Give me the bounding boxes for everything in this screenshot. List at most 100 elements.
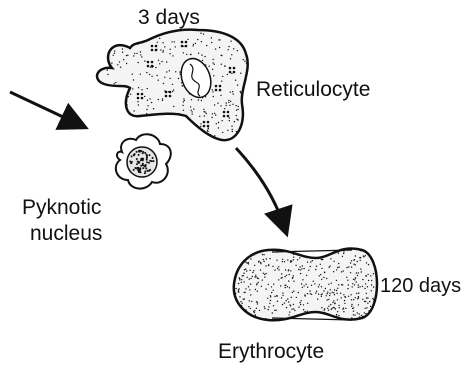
ribosome-dot bbox=[203, 121, 206, 124]
stipple-dot bbox=[137, 43, 138, 44]
stipple-dot bbox=[321, 279, 322, 280]
stipple-dot bbox=[343, 253, 344, 254]
stipple-dot bbox=[299, 257, 300, 258]
stipple-dot bbox=[229, 120, 230, 121]
stipple-dot bbox=[236, 115, 237, 116]
stipple-dot bbox=[136, 53, 137, 54]
ribosome-dot bbox=[151, 49, 154, 52]
stipple-dot bbox=[248, 263, 249, 264]
stipple-dot bbox=[274, 319, 275, 320]
stipple-dot bbox=[250, 278, 251, 279]
stipple-dot bbox=[175, 46, 176, 47]
stipple-dot bbox=[251, 301, 252, 302]
stipple-dot bbox=[230, 92, 231, 93]
stipple-dot bbox=[228, 49, 229, 50]
stipple-dot bbox=[321, 296, 322, 297]
stipple-dot bbox=[322, 259, 323, 260]
nucleus-dot bbox=[142, 151, 144, 153]
stipple-dot bbox=[257, 303, 258, 304]
nucleus-dot bbox=[149, 154, 151, 156]
stipple-dot bbox=[228, 102, 229, 103]
stipple-dot bbox=[233, 48, 234, 49]
stipple-dot bbox=[108, 62, 109, 63]
stipple-dot bbox=[123, 59, 124, 60]
stipple-dot bbox=[293, 304, 294, 305]
stipple-dot bbox=[289, 274, 290, 275]
nucleus-dot bbox=[138, 161, 140, 163]
stipple-dot bbox=[193, 44, 194, 45]
stipple-dot bbox=[211, 117, 212, 118]
stipple-dot bbox=[268, 306, 269, 307]
stipple-dot bbox=[243, 273, 244, 274]
stipple-dot bbox=[240, 91, 241, 92]
stipple-dot bbox=[287, 286, 288, 287]
reticulocyte-cell bbox=[97, 29, 248, 140]
nucleus-dot bbox=[133, 169, 135, 171]
stipple-dot bbox=[328, 306, 329, 307]
stipple-dot bbox=[353, 311, 354, 312]
stipple-dot bbox=[282, 292, 283, 293]
stipple-dot bbox=[160, 49, 161, 50]
stipple-dot bbox=[256, 283, 257, 284]
stipple-dot bbox=[245, 262, 246, 263]
stipple-dot bbox=[248, 306, 249, 307]
stipple-dot bbox=[370, 275, 371, 276]
stipple-dot bbox=[156, 75, 157, 76]
stipple-dot bbox=[369, 301, 370, 302]
stipple-dot bbox=[218, 127, 219, 128]
stipple-dot bbox=[158, 60, 159, 61]
stipple-dot bbox=[326, 295, 327, 296]
stipple-dot bbox=[227, 130, 228, 131]
stipple-dot bbox=[355, 264, 356, 265]
stipple-dot bbox=[293, 259, 294, 260]
ribosome-dot bbox=[185, 45, 188, 48]
stipple-dot bbox=[333, 261, 334, 262]
stipple-dot bbox=[239, 279, 240, 280]
ribosome-dot bbox=[155, 45, 158, 48]
stipple-dot bbox=[242, 303, 243, 304]
stipple-dot bbox=[355, 297, 356, 298]
stipple-dot bbox=[138, 87, 139, 88]
stipple-dot bbox=[220, 105, 221, 106]
ribosome-dot bbox=[165, 95, 168, 98]
stipple-dot bbox=[351, 299, 352, 300]
stipple-dot bbox=[178, 113, 179, 114]
stipple-dot bbox=[338, 315, 339, 316]
stipple-dot bbox=[175, 71, 176, 72]
stipple-dot bbox=[282, 304, 283, 305]
stipple-dot bbox=[183, 110, 184, 111]
stipple-dot bbox=[353, 299, 354, 300]
stipple-dot bbox=[291, 297, 292, 298]
stipple-dot bbox=[286, 300, 287, 301]
stipple-dot bbox=[333, 307, 334, 308]
stipple-dot bbox=[336, 280, 337, 281]
stipple-dot bbox=[328, 284, 329, 285]
stipple-dot bbox=[310, 266, 311, 267]
stipple-dot bbox=[311, 285, 312, 286]
stipple-dot bbox=[229, 105, 230, 106]
stipple-dot bbox=[289, 311, 290, 312]
stipple-dot bbox=[321, 286, 322, 287]
stipple-dot bbox=[366, 293, 367, 294]
stipple-dot bbox=[338, 284, 339, 285]
stipple-dot bbox=[243, 309, 244, 310]
stipple-dot bbox=[292, 292, 293, 293]
stipple-dot bbox=[146, 109, 147, 110]
stipple-dot bbox=[358, 287, 359, 288]
stipple-dot bbox=[220, 95, 221, 96]
stipple-dot bbox=[241, 107, 242, 108]
stipple-dot bbox=[130, 94, 131, 95]
stipple-dot bbox=[254, 310, 255, 311]
stipple-dot bbox=[249, 300, 250, 301]
stipple-dot bbox=[367, 303, 368, 304]
erythrocyte-cell bbox=[233, 249, 377, 321]
stipple-dot bbox=[127, 55, 128, 56]
stipple-dot bbox=[234, 121, 235, 122]
stipple-dot bbox=[324, 272, 325, 273]
stipple-dot bbox=[293, 281, 294, 282]
stipple-dot bbox=[301, 268, 302, 269]
stipple-dot bbox=[159, 38, 160, 39]
stipple-dot bbox=[230, 41, 231, 42]
stipple-dot bbox=[341, 297, 342, 298]
